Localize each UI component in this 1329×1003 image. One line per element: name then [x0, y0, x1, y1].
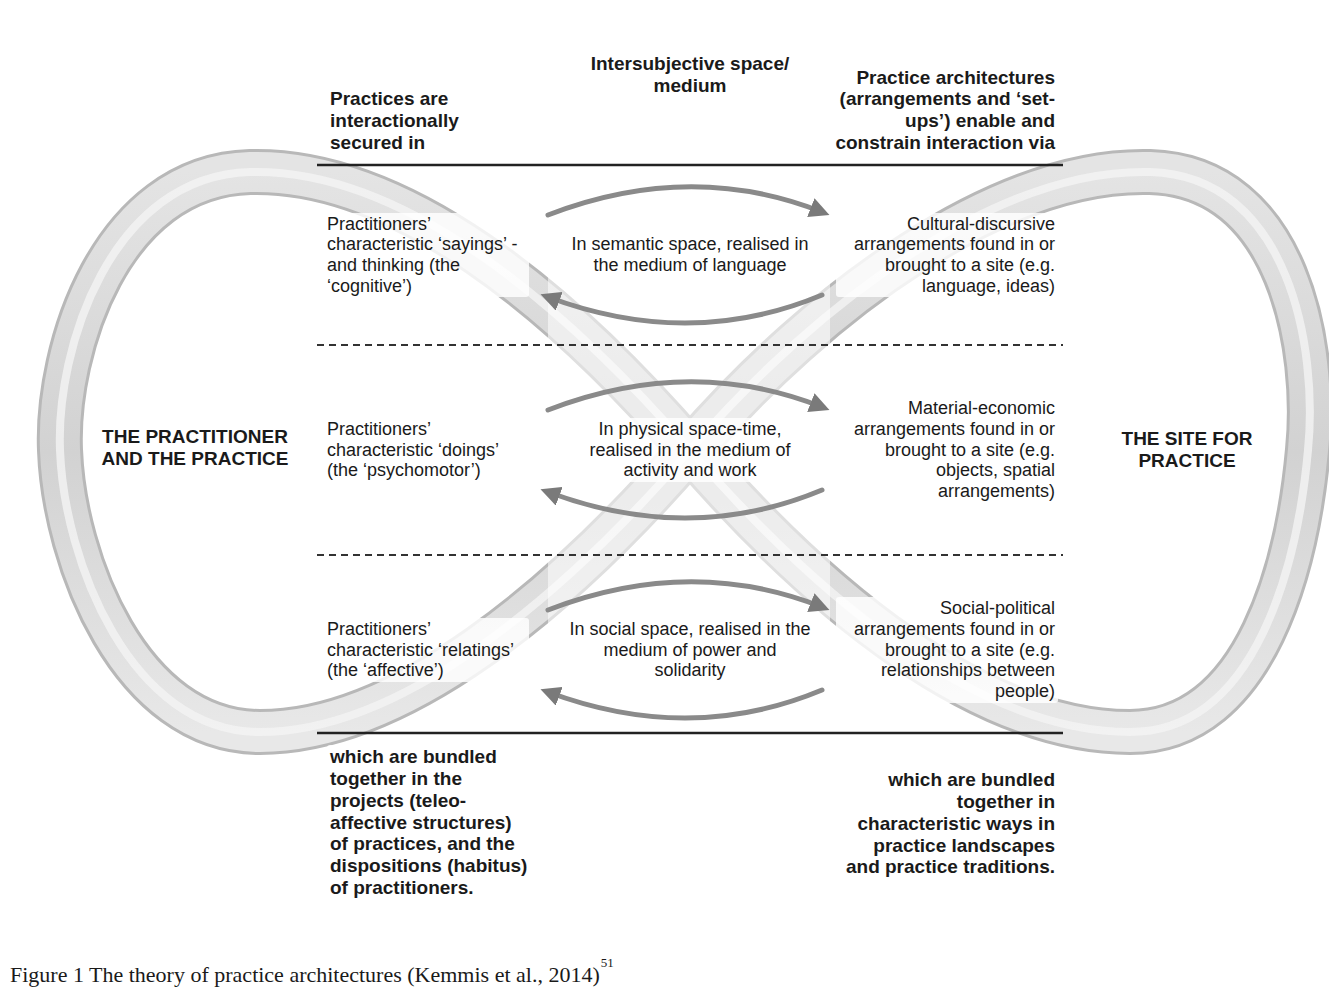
footer-rule [317, 732, 1063, 735]
arrangement-text: Social-political arrangements found in o… [836, 597, 1058, 702]
column-heading: Practice architectures (arrangements and… [818, 66, 1058, 155]
practitioner-text: Practitioners’ characteristic ‘relatings… [324, 618, 529, 682]
medium-text: In social space, realised in the medium … [563, 618, 818, 682]
figure-caption: Figure 1 The theory of practice architec… [10, 962, 600, 988]
arrangement-text: Material-economic arrangements found in … [836, 397, 1058, 502]
footnote-number: 51 [600, 956, 615, 971]
arrangement-text: Cultural-discursive arrangements found i… [836, 213, 1058, 298]
medium-text: In physical space-time, realised in the … [563, 418, 818, 482]
row-divider [317, 554, 1063, 556]
practitioner-text: Practitioners’ characteristic ‘sayings’ … [324, 213, 529, 298]
medium-text: In semantic space, realised in the mediu… [563, 233, 818, 276]
row-divider [317, 344, 1063, 346]
cycle-arrows [548, 187, 822, 718]
bundle-text: which are bundled together in characteri… [833, 768, 1058, 879]
mobius-ribbon [60, 172, 1310, 732]
bundle-text: which are bundled together in the projec… [327, 745, 532, 900]
column-heading: Practices are interactionally secured in [327, 87, 507, 155]
practitioner-text: Practitioners’ characteristic ‘doings’ (… [324, 418, 529, 482]
side-label: THE PRACTITIONER AND THE PRACTICE [93, 425, 298, 471]
column-heading: Intersubjective space/ medium [570, 52, 810, 98]
side-label: THE SITE FOR PRACTICE [1112, 427, 1262, 473]
center-band [548, 166, 830, 732]
header-rule [317, 164, 1063, 167]
